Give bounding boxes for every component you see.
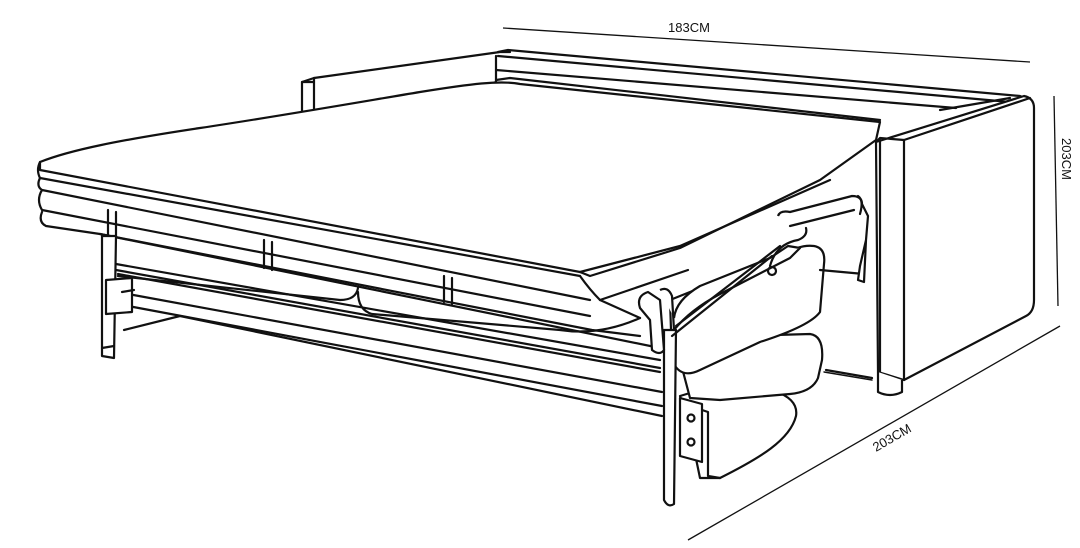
right-armrest xyxy=(874,94,1036,397)
dimension-width-label: 183CM xyxy=(668,20,710,35)
mattress xyxy=(36,81,882,338)
bed-frame xyxy=(98,208,664,418)
dimension-width: 183CM xyxy=(502,20,1031,63)
hinge-mechanism xyxy=(637,194,870,355)
dimension-height: 203CM xyxy=(1053,95,1074,307)
right-front-leg xyxy=(662,328,722,507)
backrest-frame xyxy=(300,48,1032,122)
dimension-depth-label: 203CM xyxy=(870,421,914,455)
floor-lines xyxy=(823,371,873,381)
dimension-height-label: 203CM xyxy=(1059,138,1074,180)
left-front-leg xyxy=(100,234,136,360)
